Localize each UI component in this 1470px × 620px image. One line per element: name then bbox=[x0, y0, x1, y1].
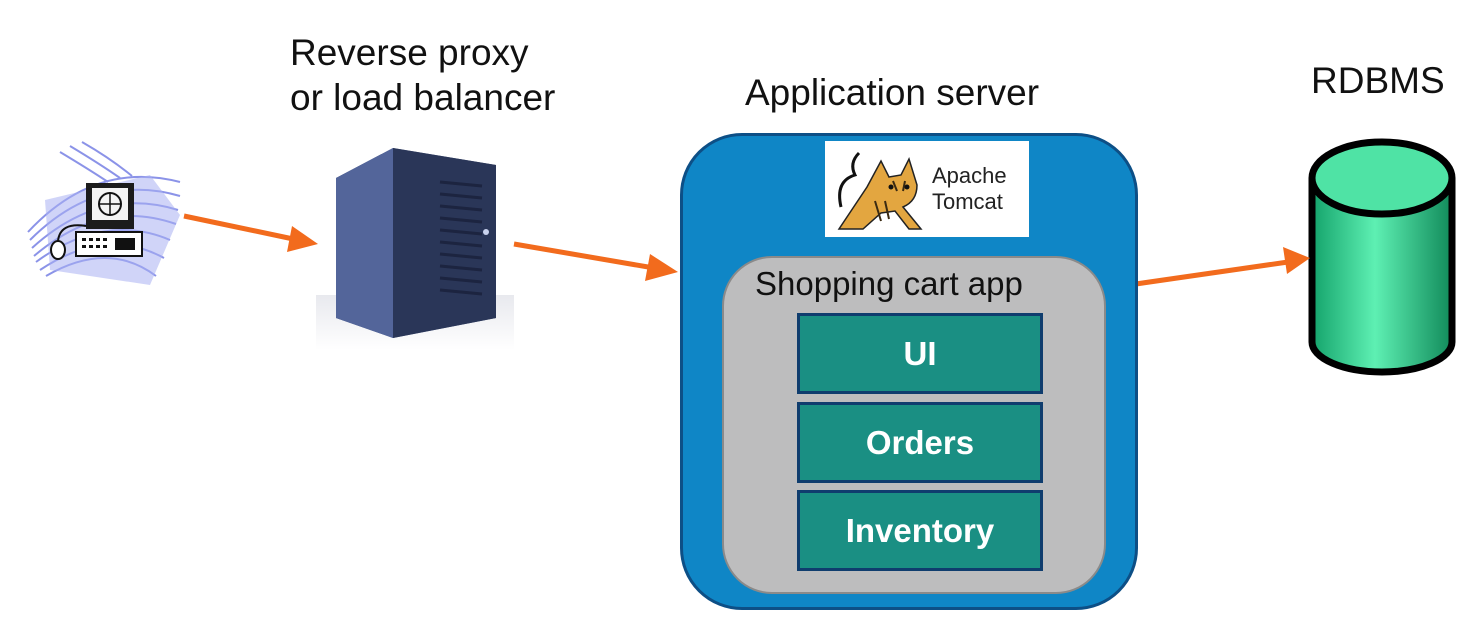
module-orders: Orders bbox=[797, 402, 1043, 483]
server-tower-icon bbox=[316, 148, 514, 350]
app-server-label: Application server bbox=[745, 72, 1040, 113]
tomcat-logo: Apache Tomcat bbox=[825, 141, 1029, 237]
module-ui: UI bbox=[797, 313, 1043, 394]
arrow-proxy-to-app bbox=[513, 241, 678, 281]
client-computer-icon bbox=[27, 141, 181, 285]
tomcat-wordmark: Apache Tomcat bbox=[932, 163, 1007, 215]
tomcat-line2: Tomcat bbox=[932, 189, 1003, 214]
module-inventory: Inventory bbox=[797, 490, 1043, 571]
proxy-label: Reverse proxy or load balancer bbox=[290, 30, 610, 120]
proxy-label-line2: or load balancer bbox=[290, 77, 556, 119]
tomcat-line1: Apache bbox=[932, 163, 1007, 188]
proxy-label-line1: Reverse proxy bbox=[290, 32, 529, 73]
db-label: RDBMS bbox=[1311, 60, 1445, 101]
cart-app-label: Shopping cart app bbox=[755, 265, 1023, 302]
arrow-app-to-db bbox=[1107, 247, 1310, 291]
connectors bbox=[183, 213, 1310, 291]
arrow-client-to-proxy bbox=[183, 213, 318, 252]
tomcat-cat-icon bbox=[837, 151, 923, 230]
database-cylinder-icon bbox=[1308, 138, 1456, 376]
